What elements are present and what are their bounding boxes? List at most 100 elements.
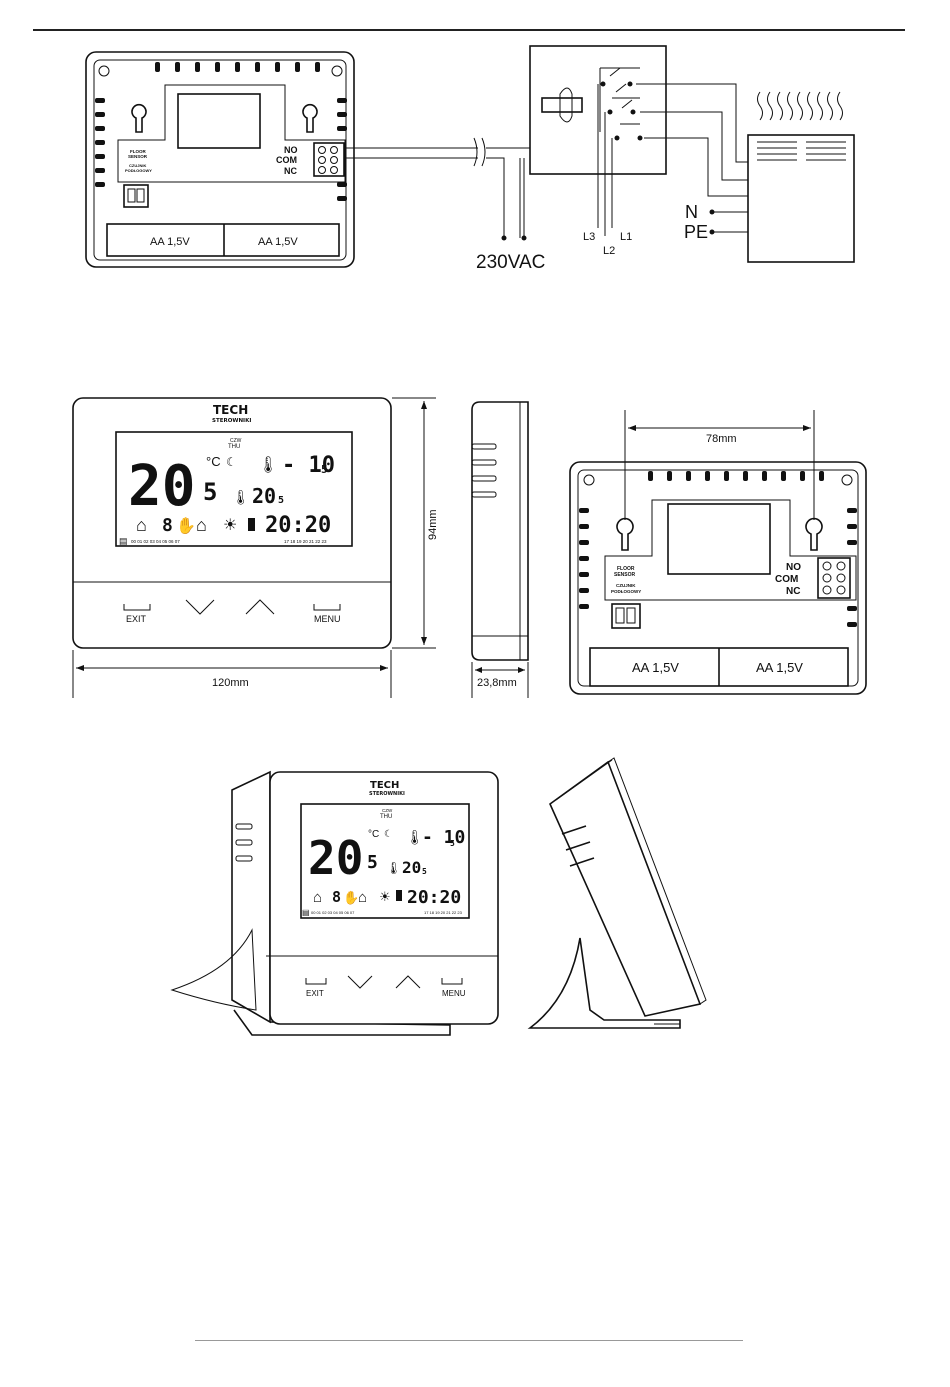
back-terminal-no: NO <box>786 562 801 573</box>
brand-logo: TECH <box>213 403 248 417</box>
n-pe-wires <box>712 211 748 233</box>
sensor-label: CZUJNIK <box>129 163 146 168</box>
back-terminal-com: COM <box>775 574 798 585</box>
perspective-main-temp: 20 <box>308 831 363 885</box>
perspective-hours-left: 00 01 02 03 04 05 06 07 <box>311 910 355 915</box>
back-view: FLOOR SENSOR CZUJNIK PODŁOGOWY NO COM NC… <box>569 410 867 695</box>
terminal-no-label: NO <box>284 145 298 155</box>
back-terminal-nc: NC <box>786 586 800 597</box>
perspective-down-button[interactable] <box>347 975 373 989</box>
perspective-hours-right: 17 18 19 20 21 22 23 <box>424 910 463 915</box>
perspective-menu-label: MENU <box>442 989 466 998</box>
perspective-up-button[interactable] <box>395 975 421 989</box>
perspective-floor-decimal: 5 <box>422 867 427 876</box>
main-temperature-decimal: 5 <box>203 478 217 506</box>
cable-break <box>473 137 486 167</box>
width-dimension: 120mm <box>212 677 249 689</box>
perspective-exit-label: EXIT <box>306 989 324 998</box>
hour-scale-left: 00 01 02 03 04 05 06 07 <box>131 539 180 544</box>
perspective-outdoor-decimal: 5 <box>450 839 455 848</box>
back-panel-outline <box>85 51 355 268</box>
phase-l2-label: L2 <box>603 245 615 257</box>
perspective-housing <box>269 771 499 1025</box>
supply-voltage-label: 230VAC <box>476 252 545 273</box>
floor-thermometer-icon: 🌡 <box>232 489 250 505</box>
supply-wires <box>486 147 530 238</box>
output-wires <box>636 83 748 197</box>
perspective-view: TECH STEROWNIKI CZW THU 20 5 °C ☾ 🌡 - 10… <box>170 770 499 1036</box>
phase-l3-label: L3 <box>583 231 595 243</box>
floor-temperature: 20 <box>252 484 276 508</box>
heater <box>747 134 855 263</box>
perspective-outdoor-temp: - 10 <box>422 827 465 848</box>
temperature-unit: °C <box>206 454 221 469</box>
back-battery-label: AA 1,5V <box>756 660 803 675</box>
perspective-lcd <box>300 803 470 919</box>
side-vent <box>471 475 497 482</box>
perspective-brand-sub: STEROWNIKI <box>369 791 405 797</box>
back-sensor-label: CZUJNIK <box>616 583 636 588</box>
keyhole-right <box>805 517 823 551</box>
back-vents-right <box>847 508 857 627</box>
perspective-outdoor-icon: 🌡 <box>406 829 424 845</box>
perspective-home-icon: ⌂ <box>313 889 322 906</box>
battery-label: AA 1,5V <box>150 236 190 248</box>
perspective-sd-icon: ▤ <box>302 908 310 917</box>
height-dimension: 94mm <box>427 509 439 540</box>
perspective-moon-icon: ☾ <box>384 829 393 840</box>
home-calendar-icon: ⌂ <box>136 515 147 535</box>
clock-display: 20:20 <box>265 513 331 538</box>
manual-hand-icon: ✋ <box>176 516 196 535</box>
battery-label: AA 1,5V <box>258 236 298 248</box>
perspective-main-decimal: 5 <box>367 852 378 873</box>
battery-compartment <box>106 223 340 257</box>
tilted-vents <box>561 825 595 867</box>
phase-l1-label: L1 <box>620 231 632 243</box>
floor-temperature-decimal: 5 <box>278 495 284 506</box>
side-vent <box>471 459 497 466</box>
up-button[interactable] <box>245 599 275 615</box>
screw-hole <box>98 65 110 77</box>
back-vents-top <box>648 471 824 481</box>
moon-icon: ☾ <box>226 455 237 469</box>
wiring-diagram: FLOOR SENSOR CZUJNIK PODŁOGOWY NO COM NC… <box>85 45 855 273</box>
outdoor-temperature-decimal: 5 <box>321 463 328 476</box>
vent-slots-left <box>95 98 105 187</box>
contactor-links <box>599 67 640 132</box>
keyhole-left <box>131 103 147 133</box>
front-housing <box>72 397 392 649</box>
perspective-sun-icon: ☀ <box>379 889 391 904</box>
side-view: 23,8mm <box>471 401 529 698</box>
terminal-com-label: COM <box>276 155 297 165</box>
perspective-clock: 20:20 <box>407 887 461 908</box>
pcb-outline <box>117 84 346 183</box>
perspective-exit-button[interactable] <box>305 978 327 985</box>
heater-fins <box>757 141 846 161</box>
perspective-program: 8 <box>332 888 341 906</box>
depth-dimension: 23,8mm <box>477 677 517 689</box>
tilted-housing <box>549 760 702 1017</box>
earth-label: PE <box>684 222 708 242</box>
outdoor-thermometer-icon: 🌡 <box>258 456 278 474</box>
perspective-menu-button[interactable] <box>441 978 463 985</box>
day-label-pl: CZW <box>230 438 242 444</box>
sensor-terminal <box>123 184 149 208</box>
heat-waves <box>757 91 843 121</box>
back-sensor-label: SENSOR <box>614 572 636 578</box>
back-battery-label: AA 1,5V <box>632 660 679 675</box>
battery-icon <box>248 518 255 531</box>
down-button[interactable] <box>185 599 215 615</box>
back-vents-left <box>579 508 589 609</box>
keyhole-left <box>616 517 634 551</box>
perspective-floor-temp: 20 <box>402 858 421 877</box>
relay-terminal-block <box>313 142 345 177</box>
back-sensor-terminal <box>611 603 641 629</box>
program-number: 8 <box>162 515 173 536</box>
side-vent <box>471 443 497 450</box>
perspective-hand-icon: ✋ <box>343 890 359 905</box>
contactor-coil <box>541 97 583 113</box>
side-stand-view <box>527 757 707 1029</box>
exit-button[interactable] <box>123 604 151 611</box>
menu-button[interactable] <box>313 604 341 611</box>
